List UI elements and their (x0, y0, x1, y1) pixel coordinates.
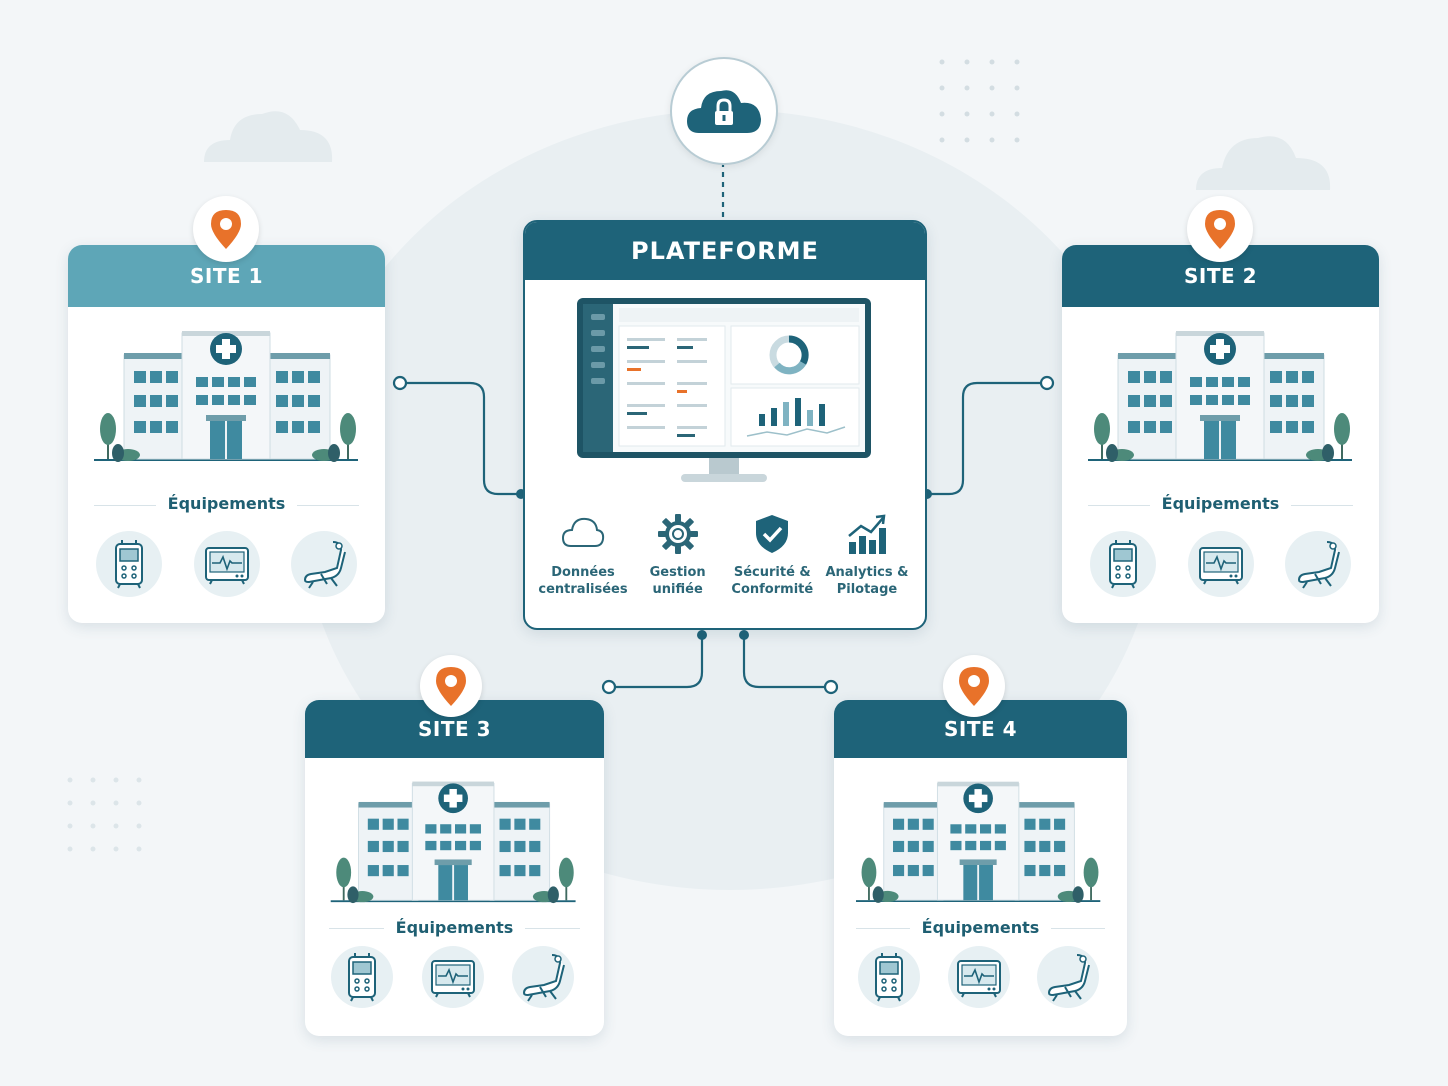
equipment-row (1090, 531, 1351, 597)
feature-label-line1: Sécurité & (733, 565, 811, 580)
site-card-1: SITE 1 Équipements (68, 245, 385, 623)
platform-title: PLATEFORME (525, 222, 925, 280)
infusion-pump-icon (1109, 539, 1137, 589)
site-card-2: SITE 2 Équipements (1062, 245, 1379, 623)
location-pin-icon (211, 210, 241, 249)
medical-chair-icon (523, 954, 565, 1002)
patient-monitor-icon (430, 960, 475, 998)
equipment-label: Équipements (1149, 494, 1292, 513)
equipment-monitor (193, 531, 260, 597)
equipment-row (331, 946, 574, 1008)
equipment-monitor (1187, 531, 1254, 597)
medical-chair-icon (1298, 541, 1340, 589)
feature-analytics: Analytics & Pilotage (821, 512, 913, 598)
feature-label-line2: unifiée (652, 582, 703, 597)
feature-label-line2: centralisées (538, 582, 628, 597)
background-cloud-right (1196, 136, 1331, 190)
patient-monitor-icon (956, 960, 1001, 998)
equipment-pump (858, 946, 920, 1008)
medical-chair-icon (304, 541, 346, 589)
infusion-pump-icon (875, 952, 903, 1002)
hospital-building-icon (330, 781, 577, 904)
dashboard-monitor-icon (577, 298, 871, 482)
equipment-pump (331, 946, 393, 1008)
platform-features: Données centralisées Gestion unifiée (537, 512, 913, 598)
hospital-building-icon (1088, 330, 1353, 463)
feature-securite: Sécurité & Conformité (726, 512, 818, 598)
equipment-row (96, 531, 357, 597)
patient-monitor-icon (204, 547, 249, 585)
bar-chart-arrow-icon (848, 514, 886, 554)
equipment-heading: Équipements (1062, 494, 1379, 513)
site-card-4: SITE 4 Équipements (834, 700, 1127, 1036)
platform-card: PLATEFORME (523, 220, 927, 630)
location-pin-icon (1205, 210, 1235, 249)
medical-chair-icon (1048, 954, 1090, 1002)
hospital-building-icon (856, 781, 1101, 904)
location-pin-site-4 (943, 655, 1005, 717)
location-pin-site-3 (420, 655, 482, 717)
equipment-label: Équipements (155, 494, 298, 513)
cloud-lock-icon (687, 90, 761, 133)
cloud-lock-badge (670, 57, 778, 165)
equipment-heading: Équipements (305, 918, 604, 937)
cloud-icon (561, 517, 605, 547)
equipment-label: Équipements (909, 918, 1052, 937)
equipment-pump (1090, 531, 1156, 597)
equipment-chair (291, 531, 357, 597)
equipment-label: Équipements (383, 918, 526, 937)
location-pin-site-2 (1187, 196, 1253, 262)
feature-label-line1: Analytics & (825, 565, 909, 580)
site-card-3: SITE 3 Équipements (305, 700, 604, 1036)
equipment-row (858, 946, 1099, 1008)
feature-label-line1: Gestion (649, 565, 706, 580)
equipment-monitor (421, 946, 484, 1008)
location-pin-icon (436, 667, 466, 706)
infusion-pump-icon (348, 952, 376, 1002)
location-pin-icon (959, 667, 989, 706)
equipment-monitor (947, 946, 1010, 1008)
feature-label-line2: Pilotage (836, 582, 898, 597)
equipment-chair (1285, 531, 1351, 597)
feature-label-line1: Données (551, 565, 615, 580)
equipment-pump (96, 531, 162, 597)
hospital-building-icon (94, 330, 359, 463)
infusion-pump-icon (115, 539, 143, 589)
feature-donnees: Données centralisées (537, 512, 629, 598)
equipment-heading: Équipements (68, 494, 385, 513)
feature-label-line2: Conformité (731, 582, 814, 597)
background-dots-top-right (939, 59, 1020, 143)
equipment-chair (1037, 946, 1099, 1008)
background-dots-bottom-left (67, 777, 142, 852)
equipment-heading: Équipements (834, 918, 1127, 937)
background-cloud-left (204, 111, 333, 162)
feature-gestion: Gestion unifiée (632, 512, 724, 598)
equipment-chair (512, 946, 574, 1008)
location-pin-site-1 (193, 196, 259, 262)
shield-check-icon (756, 515, 789, 553)
gear-icon (657, 514, 698, 554)
patient-monitor-icon (1198, 547, 1243, 585)
